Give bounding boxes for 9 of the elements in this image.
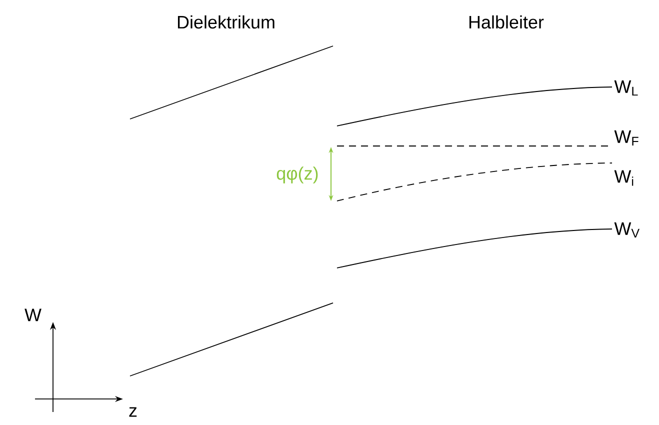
band-label: W$_{F}$: [614, 130, 638, 146]
band-label: W$_{i}$: [614, 170, 634, 186]
axis-label: W: [24, 308, 42, 322]
potential-label: qφ(z): [276, 166, 318, 184]
band-label: W$_{V}$: [614, 222, 640, 238]
band-label: W$_{L}$: [614, 80, 638, 96]
region-label: Dielektrikum: [178, 15, 274, 29]
region-label: Halbleiter: [469, 15, 544, 29]
axis-label: z: [129, 407, 137, 417]
